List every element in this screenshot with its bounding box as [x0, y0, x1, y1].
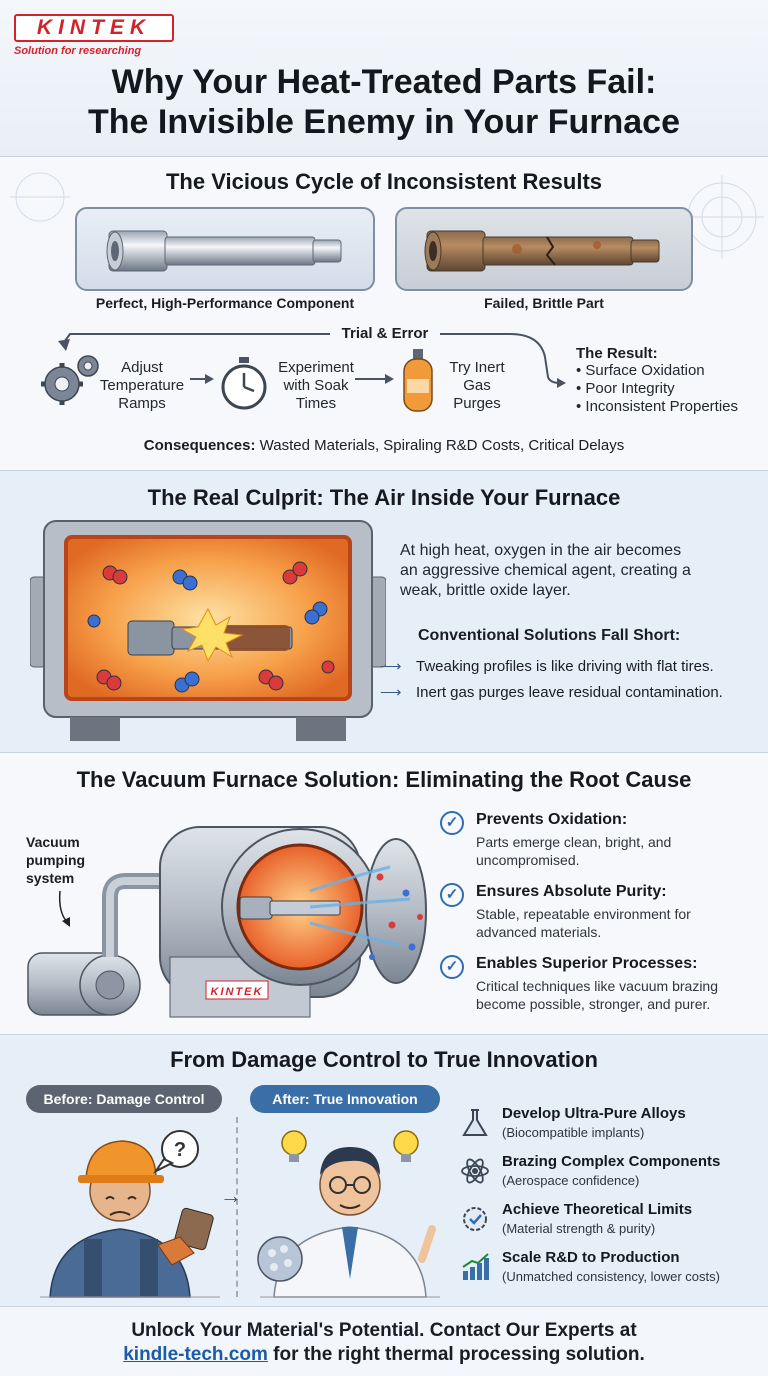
step-adjust-temperature: Adjust Temperature Ramps	[99, 359, 185, 412]
benefit-superior-processes: ✓ Enables Superior Processes: Critical t…	[440, 955, 760, 1027]
arrow-right-icon: →	[220, 1183, 242, 1208]
innovation-heading: From Damage Control to True Innovation	[170, 1047, 598, 1072]
furnace-brand-label: KINTEK	[211, 986, 264, 998]
list-item: Scale R&D to Production (Unmatched consi…	[460, 1249, 760, 1297]
website-link[interactable]: kindle-tech.com	[123, 1344, 268, 1365]
fall-short-list: ⟶ Tweaking profiles is like driving with…	[380, 653, 766, 705]
result-item: • Surface Oxidation	[576, 362, 705, 379]
trial-error-label: Trial & Error	[341, 325, 429, 342]
cycle-heading: The Vicious Cycle of Inconsistent Result…	[165, 169, 603, 194]
solution-heading: The Vacuum Furnace Solution: Eliminating…	[76, 767, 692, 792]
list-item: Develop Ultra-Pure Alloys (Biocompatible…	[460, 1105, 760, 1153]
trial-error-loop	[58, 333, 566, 388]
logo-text: KINTEK	[36, 16, 152, 39]
corroded-shaft-icon	[424, 230, 660, 272]
check-icon: ✓	[440, 955, 464, 979]
vicious-cycle-section: The Vicious Cycle of Inconsistent Result…	[0, 156, 768, 470]
bad-part-card	[395, 207, 693, 291]
frustrated-worker-illustration: ?	[40, 1130, 220, 1298]
cta-line-2: kindle-tech.com for the right thermal pr…	[0, 1343, 768, 1367]
consequences-text: Wasted Materials, Spiraling R&D Costs, C…	[259, 437, 625, 454]
gears-icon	[41, 355, 99, 405]
page-title: Why Your Heat-Treated Parts Fail: The In…	[0, 62, 768, 142]
check-icon: ✓	[440, 811, 464, 835]
blueprint-background	[10, 172, 764, 259]
result-item: • Poor Integrity	[576, 380, 675, 397]
growth-chart-icon	[462, 1253, 489, 1280]
cta-text: Unlock Your Material's Potential. Contac…	[0, 1319, 768, 1367]
before-after-divider	[236, 1117, 238, 1297]
arrow-right-icon: ⟶	[380, 658, 402, 675]
benefit-prevents-oxidation: ✓ Prevents Oxidation: Parts emerge clean…	[440, 811, 760, 883]
result-title: The Result:	[576, 345, 658, 362]
logo-tagline: Solution for researching	[14, 45, 142, 57]
furnace-oxidation-illustration	[30, 520, 386, 741]
pump-label: Vacuum pumping system	[26, 834, 86, 886]
benefit-absolute-purity: ✓ Ensures Absolute Purity: Stable, repea…	[440, 883, 760, 955]
footer-cta: Unlock Your Material's Potential. Contac…	[0, 1306, 768, 1376]
atom-icon	[461, 1158, 489, 1184]
vacuum-solution-section: The Vacuum Furnace Solution: Eliminating…	[0, 752, 768, 1034]
before-pill: Before: Damage Control	[26, 1085, 222, 1113]
result-item: • Inconsistent Properties	[576, 398, 738, 415]
gas-cylinder-icon	[403, 349, 433, 412]
list-item: ⟶ Tweaking profiles is like driving with…	[380, 657, 714, 676]
step-inert-gas: Try Inert Gas Purges	[449, 359, 505, 412]
check-icon: ✓	[440, 883, 464, 907]
step-experiment-soak: Experiment with Soak Times	[278, 359, 354, 412]
arrow-right-icon: ⟶	[380, 684, 402, 701]
innovation-section: From Damage Control to True Innovation B…	[0, 1034, 768, 1306]
stopwatch-icon	[221, 357, 267, 410]
gear-check-icon	[463, 1207, 487, 1231]
flask-icon	[462, 1109, 488, 1136]
good-part-label: Perfect, High-Performance Component	[95, 295, 355, 311]
fall-short-title: Conventional Solutions Fall Short:	[418, 627, 681, 644]
bad-part-label: Failed, Brittle Part	[484, 295, 604, 311]
question-mark: ?	[174, 1139, 186, 1161]
title-line-1: Why Your Heat-Treated Parts Fail:	[111, 63, 657, 101]
after-pill: After: True Innovation	[250, 1085, 440, 1113]
title-line-2: The Invisible Enemy in Your Furnace	[87, 103, 680, 141]
benefits-list: ✓ Prevents Oxidation: Parts emerge clean…	[440, 811, 760, 1027]
kintek-logo[interactable]: KINTEK	[14, 14, 174, 42]
shiny-shaft-icon	[106, 230, 342, 272]
cta-line-1: Unlock Your Material's Potential. Contac…	[131, 1320, 637, 1341]
list-item: ⟶ Inert gas purges leave residual contam…	[380, 683, 723, 702]
good-part-card	[75, 207, 375, 291]
result-list: The Result: • Surface Oxidation • Poor I…	[576, 345, 766, 416]
list-item: Brazing Complex Components (Aerospace co…	[460, 1153, 760, 1201]
list-item: Achieve Theoretical Limits (Material str…	[460, 1201, 760, 1249]
vacuum-furnace-illustration: KINTEK	[27, 826, 427, 1018]
innovation-list: Develop Ultra-Pure Alloys (Biocompatible…	[460, 1105, 760, 1297]
consequences: Consequences: Wasted Materials, Spiralin…	[0, 437, 768, 454]
header: KINTEK Solution for researching Why Your…	[0, 0, 768, 156]
consequences-label: Consequences:	[143, 437, 256, 454]
cta-line-2-rest: for the right thermal processing solutio…	[267, 1344, 645, 1365]
real-culprit-section: The Real Culprit: The Air Inside Your Fu…	[0, 470, 768, 752]
culprit-description: At high heat, oxygen in the air becomes …	[400, 542, 691, 599]
culprit-heading: The Real Culprit: The Air Inside Your Fu…	[147, 485, 621, 510]
scientist-illustration	[257, 1130, 440, 1298]
